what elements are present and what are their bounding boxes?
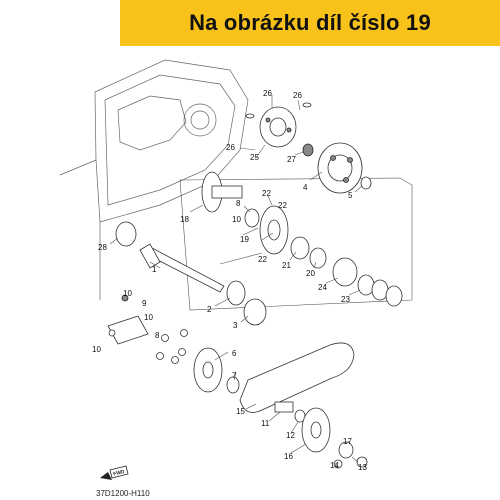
oil-seal (244, 208, 260, 228)
primary-shaft (139, 243, 225, 293)
bearing-17 (338, 441, 354, 459)
bearing-2 (226, 280, 246, 306)
clutch-nut (360, 176, 372, 190)
part-label-14: 14 (330, 461, 339, 470)
clutch-carrier (259, 106, 297, 148)
part-label-22a: 22 (262, 189, 271, 198)
compression-spring-23 (357, 274, 403, 307)
part-label-15: 15 (236, 407, 245, 416)
part-label-16: 16 (284, 452, 293, 461)
clutch-spring-2 (302, 102, 312, 108)
secondary-fixed-sheave (301, 407, 331, 453)
part-label-27: 27 (287, 155, 296, 164)
leader-lines (109, 95, 363, 469)
secondary-sliding-sheave (201, 171, 243, 213)
weights (156, 329, 188, 364)
part-number-banner: Na obrázku díl číslo 19 (120, 0, 500, 46)
part-label-21: 21 (282, 261, 291, 270)
collar-7 (226, 376, 240, 394)
crankcase-outline (59, 59, 249, 300)
part-label-10c: 10 (144, 313, 153, 322)
cam-assembly (107, 294, 149, 345)
bearing-28 (115, 221, 137, 247)
part-label-23: 23 (341, 295, 350, 304)
part-label-17: 17 (343, 437, 352, 446)
part-label-25: 25 (250, 153, 259, 162)
oring-20 (309, 247, 327, 269)
bearing-3 (243, 298, 267, 326)
fwd-arrow-icon: FWD (100, 465, 129, 480)
part-label-4: 4 (303, 183, 308, 192)
clutch-housing (317, 142, 363, 194)
fwd-label: FWD (113, 469, 126, 478)
part-label-8b: 8 (155, 331, 160, 340)
v-belt (239, 342, 355, 413)
part-label-10a: 10 (232, 215, 241, 224)
part-label-12: 12 (286, 431, 295, 440)
part-label-6: 6 (232, 349, 237, 358)
part-label-26c: 26 (226, 143, 235, 152)
part-label-22c: 22 (258, 255, 267, 264)
guide-pin-plate (259, 205, 289, 255)
clutch-spring (245, 113, 255, 119)
part-label-9: 9 (142, 299, 147, 308)
diagram-code: 37D1200-H110 (96, 489, 150, 498)
part-label-11: 11 (261, 419, 270, 428)
part-label-10b: 10 (123, 289, 132, 298)
part-label-3: 3 (233, 321, 238, 330)
clutch-washer (302, 143, 314, 157)
part-label-5: 5 (348, 191, 353, 200)
part-label-28: 28 (98, 243, 107, 252)
part-label-18: 18 (180, 215, 189, 224)
part-label-26b: 26 (293, 91, 302, 100)
part-label-7: 7 (232, 371, 237, 380)
part-label-19-highlighted: 19 (240, 235, 249, 244)
part-label-20: 20 (306, 269, 315, 278)
oring-21 (290, 236, 310, 260)
nut-13 (356, 456, 368, 468)
primary-sliding-sheave (193, 347, 223, 393)
part-label-8a: 8 (236, 199, 241, 208)
part-label-22b: 22 (278, 201, 287, 210)
spring-seat-24 (332, 257, 358, 287)
part-label-1: 1 (152, 265, 157, 274)
part-label-2: 2 (207, 305, 212, 314)
part-label-24: 24 (318, 283, 327, 292)
part-label-10d: 10 (92, 345, 101, 354)
banner-text: Na obrázku díl číslo 19 (189, 10, 431, 35)
collar-11 (274, 401, 294, 413)
part-label-13: 13 (358, 463, 367, 472)
part-label-26a: 26 (263, 89, 272, 98)
